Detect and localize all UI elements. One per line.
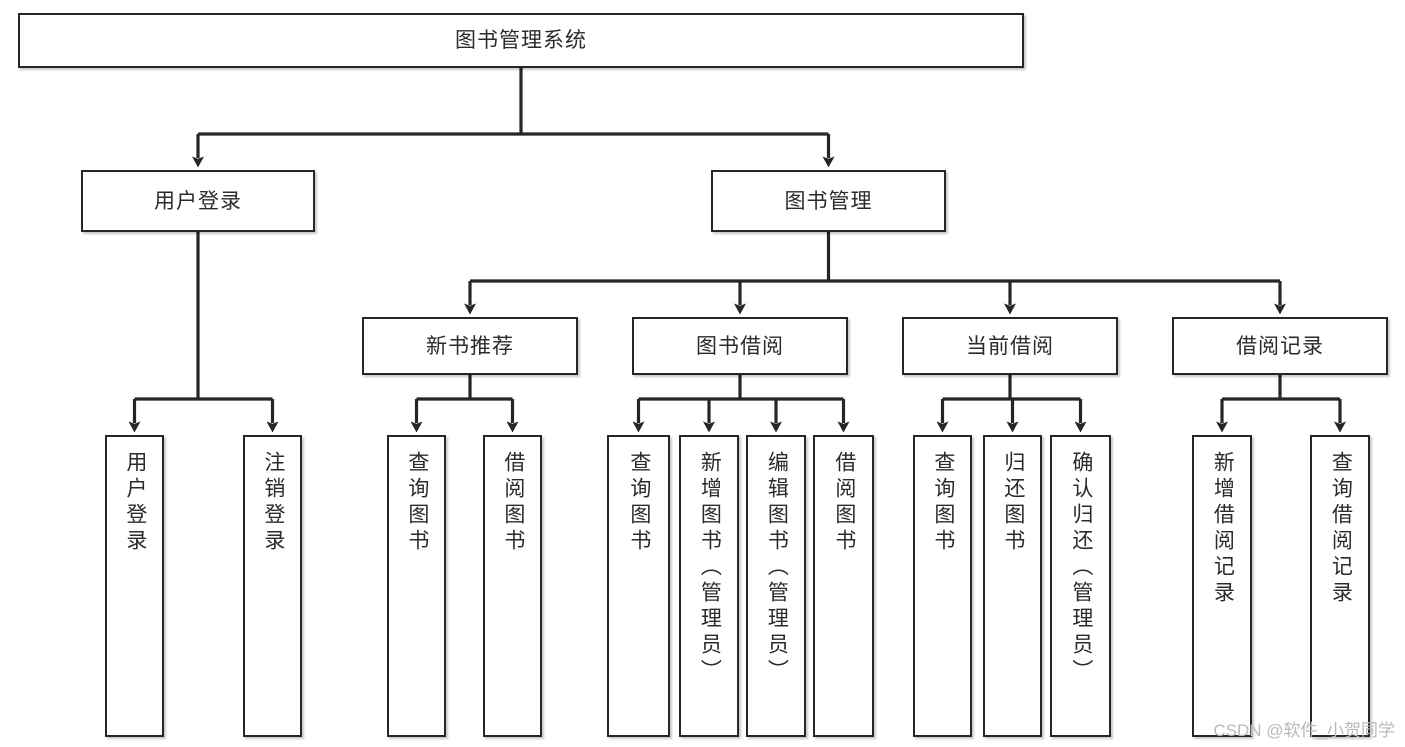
node-leaf-add-record[interactable]: 新增借阅记录 — [1192, 435, 1252, 737]
node-leaf-confirm-return[interactable]: 确认归还（管理员） — [1050, 435, 1111, 737]
node-label: 图书管理 — [784, 189, 873, 213]
node-leaf-user-logout[interactable]: 注销登录 — [243, 435, 302, 737]
node-label: 借阅图书 — [501, 451, 525, 555]
node-label: 新增借阅记录 — [1211, 451, 1235, 607]
node-label: 用户登录 — [154, 189, 242, 213]
node-label: 查询图书 — [931, 451, 955, 555]
node-label: 用户登录 — [123, 451, 147, 555]
node-leaf-edit-book[interactable]: 编辑图书（管理员） — [746, 435, 806, 737]
node-label: 新增图书（管理员） — [698, 451, 722, 685]
node-leaf-query-book-c[interactable]: 查询图书 — [913, 435, 972, 737]
node-label: 确认归还（管理员） — [1069, 451, 1093, 685]
node-user-login[interactable]: 用户登录 — [81, 170, 315, 232]
node-book-manage[interactable]: 图书管理 — [711, 170, 946, 232]
node-leaf-return-book[interactable]: 归还图书 — [983, 435, 1042, 737]
node-leaf-add-book[interactable]: 新增图书（管理员） — [679, 435, 739, 737]
node-label: 查询借阅记录 — [1329, 451, 1353, 607]
node-leaf-user-login[interactable]: 用户登录 — [105, 435, 164, 737]
node-label: 当前借阅 — [966, 334, 1054, 358]
node-label: 注销登录 — [261, 451, 285, 555]
node-current-borrow[interactable]: 当前借阅 — [902, 317, 1118, 375]
node-borrow-record[interactable]: 借阅记录 — [1172, 317, 1388, 375]
node-leaf-query-record[interactable]: 查询借阅记录 — [1310, 435, 1370, 737]
node-label: 图书管理系统 — [455, 29, 587, 52]
node-label: 借阅记录 — [1236, 334, 1324, 358]
node-label: 归还图书 — [1001, 451, 1025, 555]
node-new-book-rec[interactable]: 新书推荐 — [362, 317, 578, 375]
node-label: 查询图书 — [627, 451, 651, 555]
node-label: 借阅图书 — [832, 451, 856, 555]
node-leaf-query-book-a[interactable]: 查询图书 — [387, 435, 446, 737]
node-label: 图书借阅 — [696, 334, 784, 358]
node-book-borrow[interactable]: 图书借阅 — [632, 317, 848, 375]
node-label: 查询图书 — [405, 451, 429, 555]
node-label: 新书推荐 — [426, 334, 514, 358]
node-root[interactable]: 图书管理系统 — [18, 13, 1024, 68]
node-leaf-query-book-b[interactable]: 查询图书 — [607, 435, 670, 737]
node-label: 编辑图书（管理员） — [765, 451, 789, 685]
node-leaf-borrow-book-a[interactable]: 借阅图书 — [483, 435, 542, 737]
node-leaf-borrow-book-b[interactable]: 借阅图书 — [813, 435, 874, 737]
